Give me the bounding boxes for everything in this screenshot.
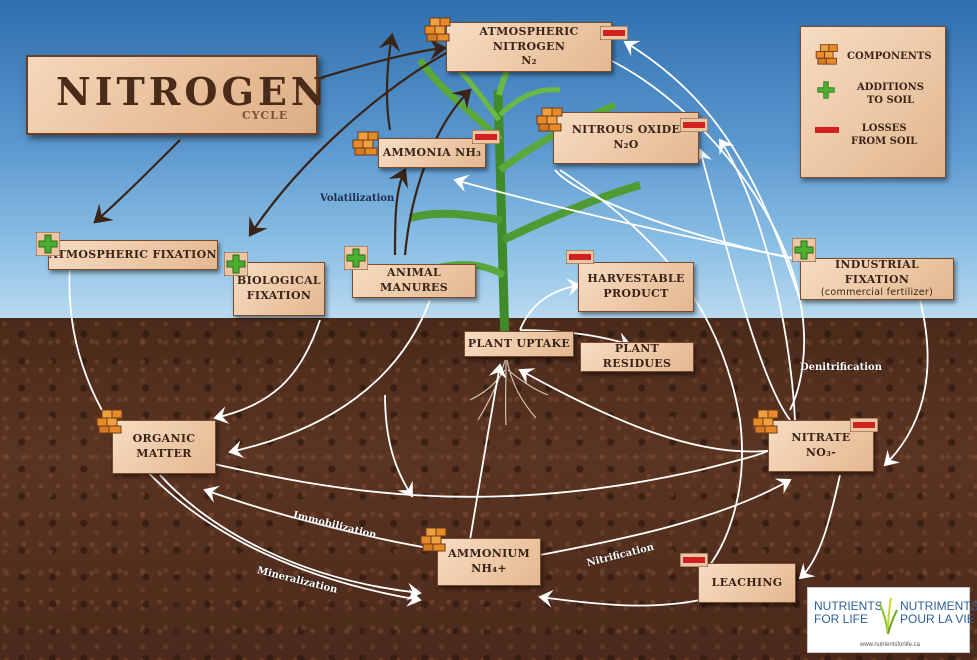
- node-label: ATMOSPHERIC NITROGEN: [479, 24, 579, 53]
- legend-plus-icon: [817, 81, 835, 99]
- logo-text-fr: NUTRIMENTS POUR LA VIE: [900, 599, 977, 627]
- wheat-icon: [879, 597, 898, 634]
- page-subtitle: CYCLE: [242, 109, 289, 122]
- node-formula: NO₃-: [805, 446, 837, 459]
- node-label: ANIMAL MANURES: [380, 266, 448, 294]
- minus-icon: [600, 26, 628, 40]
- node-label-2: MATTER: [136, 447, 192, 460]
- legend: COMPONENTS ADDITIONS TO SOIL LOSSES FROM…: [800, 26, 946, 178]
- nutrients-for-life-logo: NUTRIENTS FOR LIFE NUTRIMENTS POUR LA VI…: [807, 587, 977, 653]
- component-icon: [352, 131, 379, 156]
- node-atmospheric-nitrogen: ATMOSPHERIC NITROGEN N₂: [446, 22, 612, 72]
- white-arrows: [68, 40, 929, 608]
- title-panel: NITROGEN CYCLE: [26, 55, 326, 135]
- component-icon: [420, 527, 447, 552]
- node-ammonia: AMMONIA NH₃: [378, 138, 486, 168]
- node-plant-residues: PLANT RESIDUES: [580, 342, 694, 372]
- minus-icon: [680, 553, 708, 567]
- node-label-2: PRODUCT: [603, 287, 669, 300]
- component-icon: [424, 17, 451, 42]
- minus-icon: [472, 130, 500, 144]
- node-atmospheric-fixation: ATMOSPHERIC FIXATION: [48, 240, 218, 270]
- logo-url: www.nutrientsforlife.ca: [860, 642, 921, 648]
- page-title: NITROGEN: [56, 69, 330, 114]
- plus-icon: [36, 232, 60, 256]
- plus-icon: [344, 246, 368, 270]
- minus-icon: [680, 118, 708, 132]
- node-label: ORGANIC: [132, 432, 196, 446]
- node-label: NITRATE: [791, 431, 851, 445]
- node-harvestable-product: HARVESTABLE PRODUCT: [578, 262, 694, 312]
- node-biological-fixation: BIOLOGICAL FIXATION: [233, 262, 325, 316]
- component-icon: [536, 107, 563, 132]
- logo-text-en: NUTRIENTS FOR LIFE: [814, 599, 883, 627]
- legend-component-icon: [815, 44, 838, 65]
- minus-icon: [850, 418, 878, 432]
- minus-icon: [566, 250, 594, 264]
- legend-losses-label: LOSSES FROM SOIL: [851, 123, 918, 147]
- node-nitrous-oxide: NITROUS OXIDE N₂O: [553, 112, 699, 164]
- node-formula: NH₄+: [471, 562, 507, 575]
- component-icon: [96, 409, 123, 434]
- node-label: HARVESTABLE: [587, 272, 685, 286]
- node-label: INDUSTRIAL FIXATION: [834, 257, 920, 286]
- node-label: NITROUS OXIDE: [571, 123, 681, 137]
- legend-components-label: COMPONENTS: [847, 51, 932, 62]
- node-formula: N₂: [521, 54, 537, 68]
- node-label: PLANT UPTAKE: [467, 336, 571, 350]
- node-label: BIOLOGICAL: [237, 274, 321, 288]
- label-denitrification: Denitrification: [800, 362, 882, 373]
- plus-icon: [224, 252, 248, 276]
- node-label-2: FIXATION: [246, 289, 312, 302]
- node-label: AMMONIA NH₃: [382, 145, 482, 159]
- node-ammonium: AMMONIUM NH₄+: [437, 538, 541, 586]
- node-plant-uptake: PLANT UPTAKE: [464, 331, 574, 357]
- node-organic-matter: ORGANIC MATTER: [112, 420, 216, 474]
- node-animal-manures: ANIMAL MANURES: [352, 264, 476, 298]
- component-icon: [752, 409, 779, 434]
- node-leaching: LEACHING: [698, 563, 796, 603]
- label-volatilization: Volatilization: [320, 193, 395, 204]
- node-label: PLANT RESIDUES: [602, 342, 672, 370]
- roots: [469, 359, 549, 426]
- node-note: (commercial fertilizer): [820, 287, 934, 299]
- legend-minus-icon: [815, 127, 839, 133]
- plus-icon: [792, 238, 816, 262]
- node-formula: N₂O: [613, 138, 639, 151]
- legend-additions-label: ADDITIONS TO SOIL: [857, 82, 924, 106]
- node-label: AMMONIUM: [448, 547, 530, 561]
- node-industrial-fixation: INDUSTRIAL FIXATION (commercial fertiliz…: [800, 258, 954, 300]
- node-label: LEACHING: [711, 575, 783, 589]
- node-label: ATMOSPHERIC FIXATION: [49, 247, 217, 261]
